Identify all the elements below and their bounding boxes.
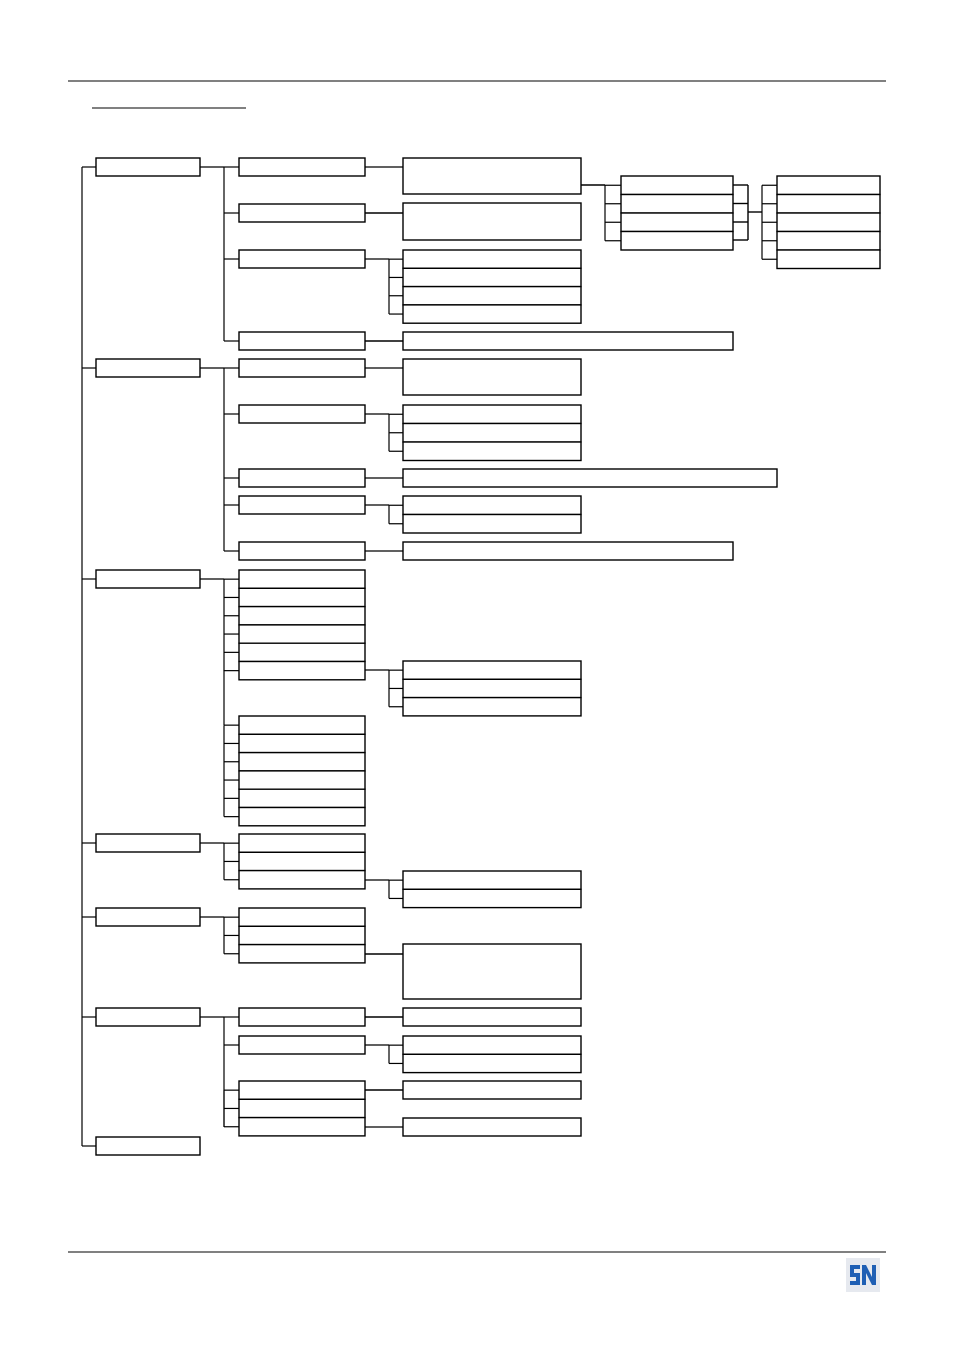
g1-1-detail	[402, 157, 582, 195]
g1-1-subsub-item-5	[776, 249, 881, 270]
g1-item-2	[238, 203, 366, 223]
g6-2-sub-item-1	[402, 1035, 582, 1055]
g3-6-sub-item-3	[402, 696, 582, 717]
g1-item-4	[238, 331, 366, 351]
g1-1-sub-item-2	[620, 193, 734, 214]
g3-top-item-6	[238, 660, 366, 681]
g3-top-item-5	[238, 642, 366, 663]
g3-bottom-item-2	[238, 733, 366, 754]
g3-top-item-2	[238, 587, 366, 608]
g2-1-detail	[402, 358, 582, 396]
g6-item-1	[238, 1007, 366, 1027]
g2-4-sub-item-1	[402, 495, 582, 516]
level1-box-7	[95, 1136, 201, 1156]
g6-3-detail	[402, 1080, 582, 1100]
g4-3-sub-item-2	[402, 888, 582, 909]
brand-logo-icon	[846, 1258, 880, 1292]
g6-5-detail	[402, 1117, 582, 1137]
g2-item-1	[238, 358, 366, 378]
brand-logo-glyph	[850, 1265, 876, 1285]
g3-6-sub-item-2	[402, 678, 582, 699]
g6-lower-item-2	[238, 1098, 366, 1119]
g4-sub-item-2	[238, 851, 366, 872]
g1-3-sub-item-2	[402, 267, 582, 288]
g4-sub-item-3	[238, 869, 366, 890]
g4-sub-item-1	[238, 833, 366, 853]
level1-box-3	[95, 569, 201, 589]
level1-box-1	[95, 157, 201, 177]
g3-bottom-item-1	[238, 715, 366, 735]
g2-item-4	[238, 495, 366, 515]
g2-3-detail	[402, 468, 778, 488]
g3-bottom-item-6	[238, 806, 366, 827]
level1-box-2	[95, 358, 201, 378]
g1-3-sub-item-3	[402, 285, 582, 306]
g6-2-sub-item-2	[402, 1053, 582, 1074]
g1-3-sub-item-4	[402, 304, 582, 324]
g1-1-subsub-item-4	[776, 230, 881, 251]
g6-lower-item-1	[238, 1080, 366, 1100]
g2-item-3	[238, 468, 366, 488]
g2-4-sub-item-2	[402, 513, 582, 534]
g3-top-item-3	[238, 605, 366, 626]
g4-3-sub-item-1	[402, 870, 582, 890]
g2-item-2	[238, 404, 366, 424]
g3-bottom-item-4	[238, 770, 366, 790]
g6-1-detail	[402, 1007, 582, 1027]
g3-6-sub-item-1	[402, 660, 582, 680]
g2-2-sub-item-2	[402, 422, 582, 443]
g3-bottom-item-3	[238, 751, 366, 772]
g1-4-detail	[402, 331, 734, 351]
g1-1-subsub-item-2	[776, 193, 881, 214]
g3-top-item-1	[238, 569, 366, 589]
g3-bottom-item-5	[238, 788, 366, 809]
g5-sub-item-2	[238, 925, 366, 946]
g2-2-sub-item-3	[402, 441, 582, 462]
g6-item-2	[238, 1035, 366, 1055]
g1-item-1	[238, 157, 366, 177]
g1-1-subsub-item-1	[776, 175, 881, 196]
g5-sub-item-3	[238, 943, 366, 964]
g1-1-sub-item-1	[620, 175, 734, 196]
g2-item-5	[238, 541, 366, 561]
g1-3-sub-item-1	[402, 249, 582, 269]
g2-2-sub-item-1	[402, 404, 582, 425]
g1-2-detail	[402, 202, 582, 241]
level1-box-6	[95, 1007, 201, 1027]
g5-sub-item-1	[238, 907, 366, 927]
g3-top-item-4	[238, 624, 366, 644]
g5-3-detail	[402, 943, 582, 1000]
level1-box-4	[95, 833, 201, 853]
level1-box-5	[95, 907, 201, 927]
g1-item-3	[238, 249, 366, 269]
g1-1-sub-item-4	[620, 230, 734, 251]
g1-1-sub-item-3	[620, 212, 734, 233]
g2-5-detail	[402, 541, 734, 561]
g1-1-subsub-item-3	[776, 212, 881, 233]
g6-lower-item-3	[238, 1116, 366, 1137]
